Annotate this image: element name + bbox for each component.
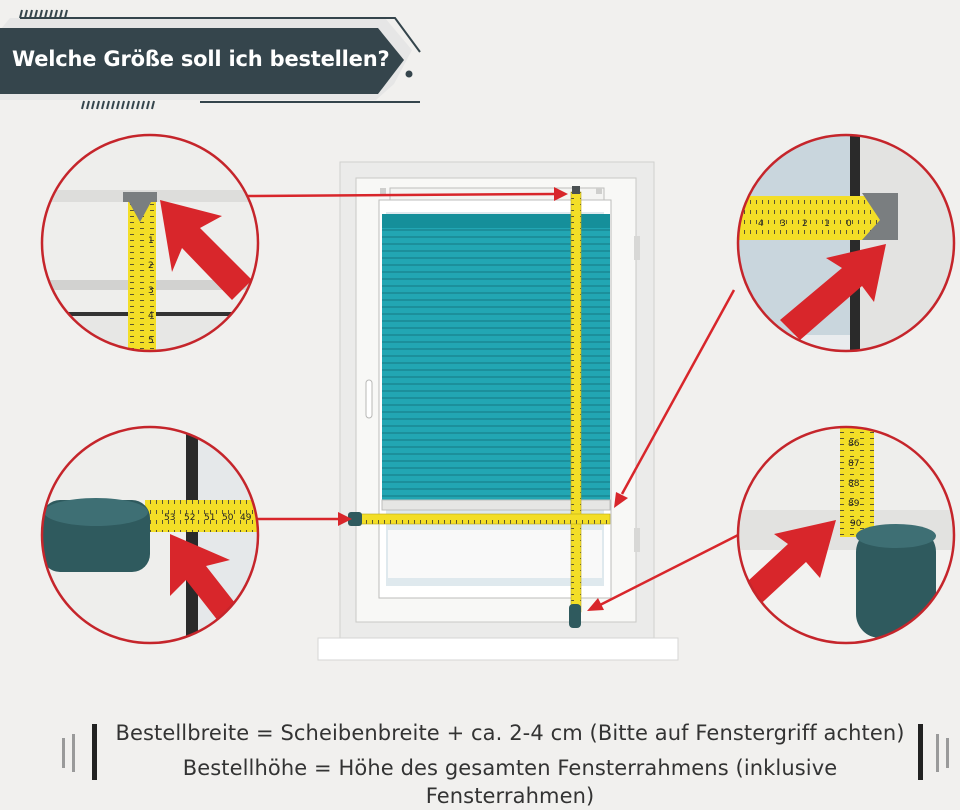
svg-text:88: 88 [848,479,860,489]
caption-bars [62,724,949,780]
svg-text:87: 87 [848,459,859,469]
detail-circle-bottom-left: 49 50 51 52 53 [40,425,260,645]
arrow-icon [160,200,252,300]
svg-text:49: 49 [240,513,252,523]
svg-text:90: 90 [850,519,862,529]
svg-text:89: 89 [848,499,860,509]
svg-text:86: 86 [848,439,860,449]
connector-arrows [245,187,753,611]
svg-text:1: 1 [148,236,154,246]
svg-text:5: 5 [148,336,154,346]
arrow-icon [738,520,836,612]
svg-text:1: 1 [824,219,830,229]
tape-vertical [569,186,582,628]
page-title: Welche Größe soll ich bestellen? [12,47,390,71]
svg-text:4: 4 [148,311,154,321]
header-banner [0,9,421,110]
svg-text:4: 4 [758,219,764,229]
svg-text:3: 3 [780,219,786,229]
svg-text:52: 52 [184,513,195,523]
caption-order-height: Bestellhöhe = Höhe des gesamten Fensterr… [182,756,838,808]
detail-circle-top-right: 0 1 2 3 4 [736,133,956,353]
arrow-icon [780,244,886,340]
svg-text:2: 2 [148,261,154,271]
svg-text:3: 3 [148,286,154,296]
measuring-tape-icon [42,498,150,572]
detail-circle-bottom-right: 86 87 88 89 90 [736,425,956,645]
svg-text:2: 2 [802,219,808,229]
detail-circle-top-left: 1 2 3 4 5 [40,133,260,353]
window [317,161,679,661]
caption-order-width: Bestellbreite = Scheibenbreite + ca. 2-4… [115,721,905,745]
svg-text:0: 0 [846,219,852,229]
measuring-tape-icon [856,524,936,638]
arrow-icon [170,534,242,626]
window-measurement-illustration: 1 2 3 4 5 0 1 2 3 4 [0,9,956,780]
svg-text:53: 53 [164,513,175,523]
tape-horizontal [348,512,611,526]
svg-text:50: 50 [222,513,234,523]
svg-text:51: 51 [204,513,215,523]
